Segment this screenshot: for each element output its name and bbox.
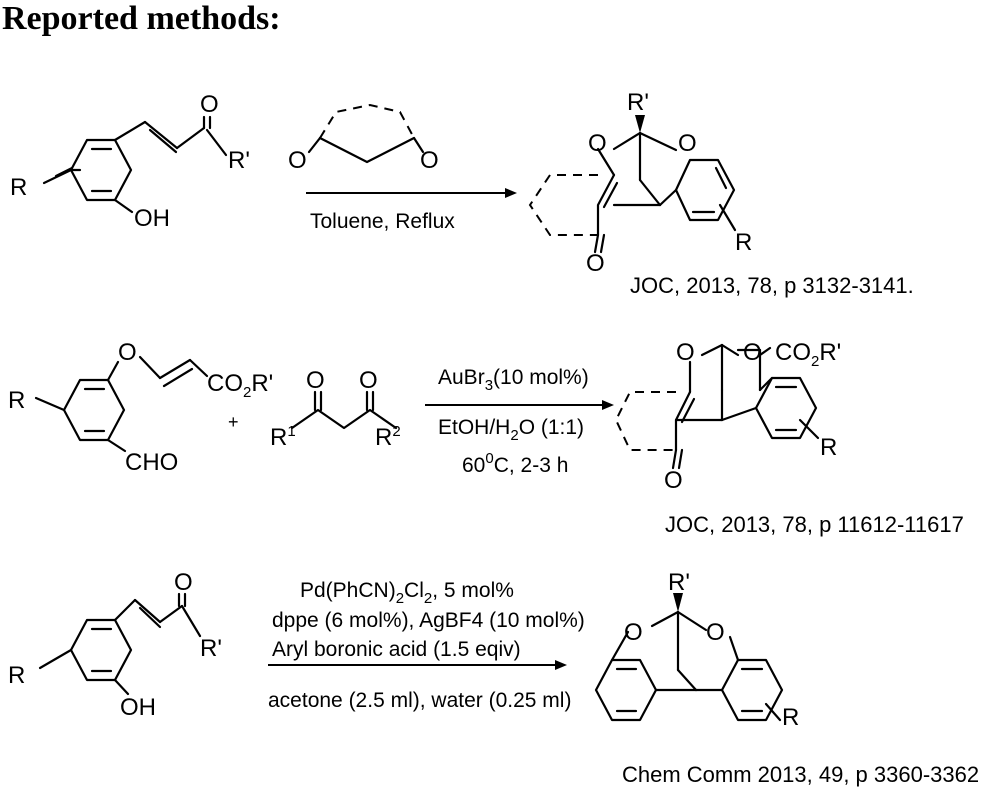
scheme2-reactant2-r2: R2 [375, 423, 401, 451]
scheme2-condition-3: 600C, 2-3 h [462, 450, 568, 477]
scheme2-plus: + [228, 412, 239, 432]
scheme3-condition-1: Pd(PhCN)2Cl2, 5 mol% [300, 579, 514, 607]
scheme2-product-carbonyl-o: O [664, 467, 683, 494]
scheme1-reactant-rprime: R' [228, 147, 250, 174]
scheme1-condition: Toluene, Reflux [310, 210, 455, 233]
scheme-2: R O CO2R' CHO + O O R1 R2 AuBr3(10 mol%)… [8, 339, 964, 537]
scheme3-reference: Chem Comm 2013, 49, p 3360-3362 [622, 762, 979, 787]
scheme3-condition-3: Aryl boronic acid (1.5 eqiv) [272, 638, 521, 661]
scheme1-product-structure [528, 115, 737, 254]
scheme2-condition-1: AuBr3(10 mol%) [438, 366, 589, 394]
scheme1-dione-structure [307, 103, 425, 164]
scheme3-reactant-oh: OH [120, 694, 156, 721]
scheme-1: R OH O R' O O Toluene, Reflux [10, 89, 914, 298]
scheme3-reactant-structure [38, 592, 202, 696]
scheme1-reactant-oh: OH [134, 205, 170, 232]
scheme1-dione-o-right: O [420, 147, 439, 174]
scheme2-reactant1-structure [34, 355, 209, 453]
scheme2-condition-2: EtOH/H2O (1:1) [438, 416, 584, 444]
scheme3-reactant-r: R [8, 662, 25, 689]
scheme2-product-co2r: CO2R' [775, 339, 841, 370]
scheme2-reference: JOC, 2013, 78, p 11612-11617 [665, 512, 964, 537]
scheme1-dione-o-left: O [288, 147, 307, 174]
scheme2-reactant1-co2r: CO2R' [207, 370, 273, 401]
scheme2-reactant1-cho: CHO [125, 449, 178, 476]
scheme1-product-r: R [735, 229, 752, 256]
scheme2-product-structure [614, 343, 820, 470]
scheme1-product-rprime: R' [627, 89, 649, 116]
scheme1-product-o-right: O [678, 130, 697, 157]
scheme3-product-o-left: O [624, 619, 643, 646]
scheme1-product-o-left: O [588, 130, 607, 157]
scheme2-reactant1-r: R [8, 387, 25, 414]
scheme2-product-r: R [820, 434, 837, 461]
scheme2-reactant1-o: O [118, 339, 137, 366]
scheme2-reactant2-o-right: O [359, 367, 378, 394]
scheme3-reactant-rprime: R' [200, 635, 222, 662]
scheme2-reactant2-r1: R1 [270, 423, 296, 451]
scheme2-product-o-right: O [743, 339, 762, 366]
scheme1-reactant-r: R [10, 174, 27, 201]
scheme3-condition-2: dppe (6 mol%), AgBF4 (10 mol%) [272, 609, 585, 632]
scheme2-product-o-left: O [676, 339, 695, 366]
scheme3-product-rprime: R' [668, 569, 690, 596]
scheme1-reference: JOC, 2013, 78, p 3132-3141. [630, 273, 914, 298]
page-title: Reported methods: [2, 0, 281, 37]
scheme3-condition-4: acetone (2.5 ml), water (0.25 ml) [268, 689, 571, 712]
scheme3-product-o-right: O [706, 619, 725, 646]
scheme3-product-structure [594, 593, 784, 722]
scheme1-reactant-carbonyl-o: O [200, 91, 219, 118]
scheme2-reactant2-o-left: O [306, 367, 325, 394]
scheme3-product-r: R [782, 704, 799, 731]
scheme-3: R OH O R' Pd(PhCN)2Cl2, 5 mol% dppe (6 m… [8, 569, 979, 787]
scheme1-product-carbonyl-o: O [586, 250, 605, 277]
scheme3-reactant-carbonyl-o: O [174, 569, 193, 596]
scheme2-reactant2-structure [290, 390, 398, 430]
scheme1-reactant-structure [42, 115, 228, 214]
